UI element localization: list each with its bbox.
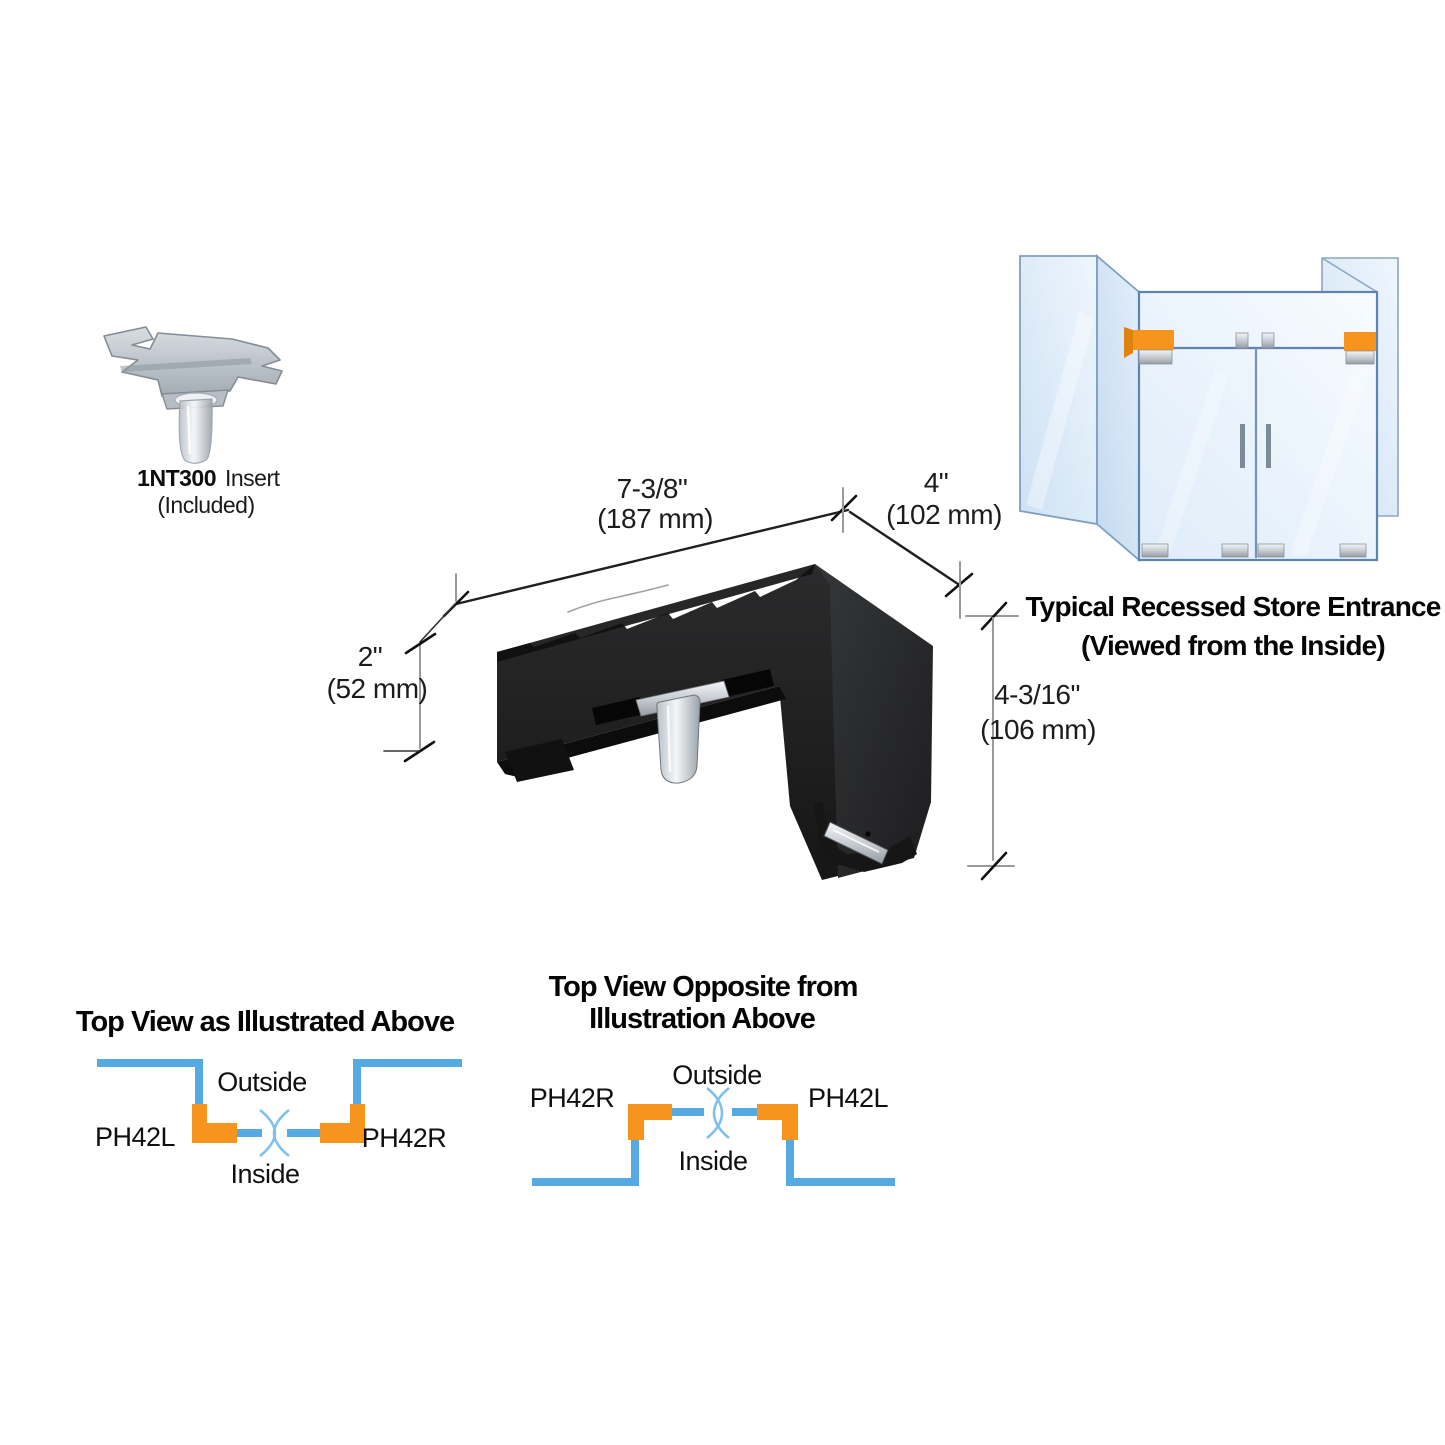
dim-width-artifact [567,584,669,613]
dim-front-value: 2" [358,641,383,672]
dim-width-value: 7-3/8" [617,473,688,504]
dim-width-mm: (187 mm) [597,503,713,534]
tv2-title-line1: Top View Opposite from [549,971,858,1003]
dim-depth-line [848,510,960,586]
tv1-glass-line-left [97,1059,203,1108]
tv1-inside-label: Inside [230,1159,299,1189]
tv2-glass-line-right [786,1138,895,1186]
dim-depth-value: 4" [924,467,949,498]
center-pivot-left [1235,332,1249,349]
tv1-left-part-label: PH42L [95,1122,176,1152]
fitting-top-edge [497,564,815,662]
bottom-fitting-2 [1221,543,1249,558]
tv2-left-part-label: PH42R [530,1083,615,1113]
tv1-corner-fitting-left [192,1104,237,1143]
insert-illustration [103,326,283,464]
fitting-pin-highlight [666,705,672,773]
tv1-glass-line-right [353,1059,462,1108]
tv1-corner-fitting-right [320,1104,365,1143]
tv1-right-part-label: PH42R [362,1123,447,1153]
store-entrance-illustration [1019,254,1399,562]
patch-fitting-right [1345,350,1375,365]
dim-front-mm: (52 mm) [327,673,428,704]
tv1-title: Top View as Illustrated Above [76,1006,455,1038]
tv2-outside-label: Outside [672,1060,762,1090]
insert-included-label: (Included) [157,492,254,518]
insert-part-label: Insert [225,465,281,491]
fitting-bottom-clamp [814,802,917,872]
dim-width-line [454,508,850,606]
entrance-caption-line1: Typical Recessed Store Entrance [1025,591,1440,622]
tv1-break-mark-b [272,1108,290,1158]
dim-depth-mm: (102 mm) [886,499,1002,530]
insert-part-number: 1NT300 [137,465,216,491]
bottom-fitting-3 [1257,543,1285,558]
dim-back-tick-top [980,601,1008,631]
insert-pin-highlight [186,405,192,455]
corner-patch-fitting [497,564,933,880]
center-pivot-right [1261,332,1275,349]
patch-fitting-left [1138,349,1173,365]
fitting-pin-wing-right [722,669,774,697]
fitting-insert-pin [656,694,701,784]
fitting-front-face [497,564,838,880]
dim-back-value: 4-3/16" [994,679,1080,710]
top-view-as-illustrated [97,1059,462,1158]
top-view-opposite [532,1086,895,1186]
orange-fitting-left-wrap [1124,327,1133,358]
glass-panel-right-fold [1321,257,1378,293]
bottom-fitting-4 [1339,543,1367,558]
storefront-glass [1137,290,1379,562]
tv2-corner-fitting-left [628,1104,672,1140]
entrance-caption-line2: (Viewed from the Inside) [1081,630,1385,661]
dim-front-tick-top [404,632,437,655]
tv2-title-line2: Illustration Above [589,1003,816,1035]
insert-plate [103,326,283,397]
glass-sheen-right-door [1290,362,1370,556]
tv2-corner-fitting-right [757,1104,798,1140]
fitting-clamp-highlight [832,829,880,853]
bottom-fitting-1 [1141,543,1169,558]
fitting-right-flank [815,564,933,878]
fitting-pin-wing-left [592,697,644,725]
orange-fitting-right [1344,332,1376,351]
tv2-right-part-label: PH42L [808,1083,889,1113]
fitting-left-tab [505,739,574,782]
tv2-break-mark-a [706,1086,724,1140]
glass-return-left [1096,254,1140,562]
fitting-clamp-screw [865,831,871,837]
tv2-glass-line-left [532,1138,639,1186]
dim-back-tick-bottom [980,851,1008,881]
tv2-inside-label: Inside [678,1146,747,1176]
tv2-break-mark-b [712,1086,730,1140]
glass-sheen-left-panel [1026,310,1094,510]
tv1-outside-label: Outside [217,1067,307,1097]
door-handle-right [1266,424,1271,468]
glass-sheen-left-door [1155,370,1228,554]
insert-plate-shadow [120,358,252,372]
insert-pin [178,398,213,464]
door-handle-left [1240,424,1245,468]
fitting-underside [497,686,786,778]
dim-front-connector [419,603,456,643]
dim-back-mm: (106 mm) [980,714,1096,745]
orange-fitting-left [1133,330,1174,350]
dimension-lines [383,487,1019,881]
